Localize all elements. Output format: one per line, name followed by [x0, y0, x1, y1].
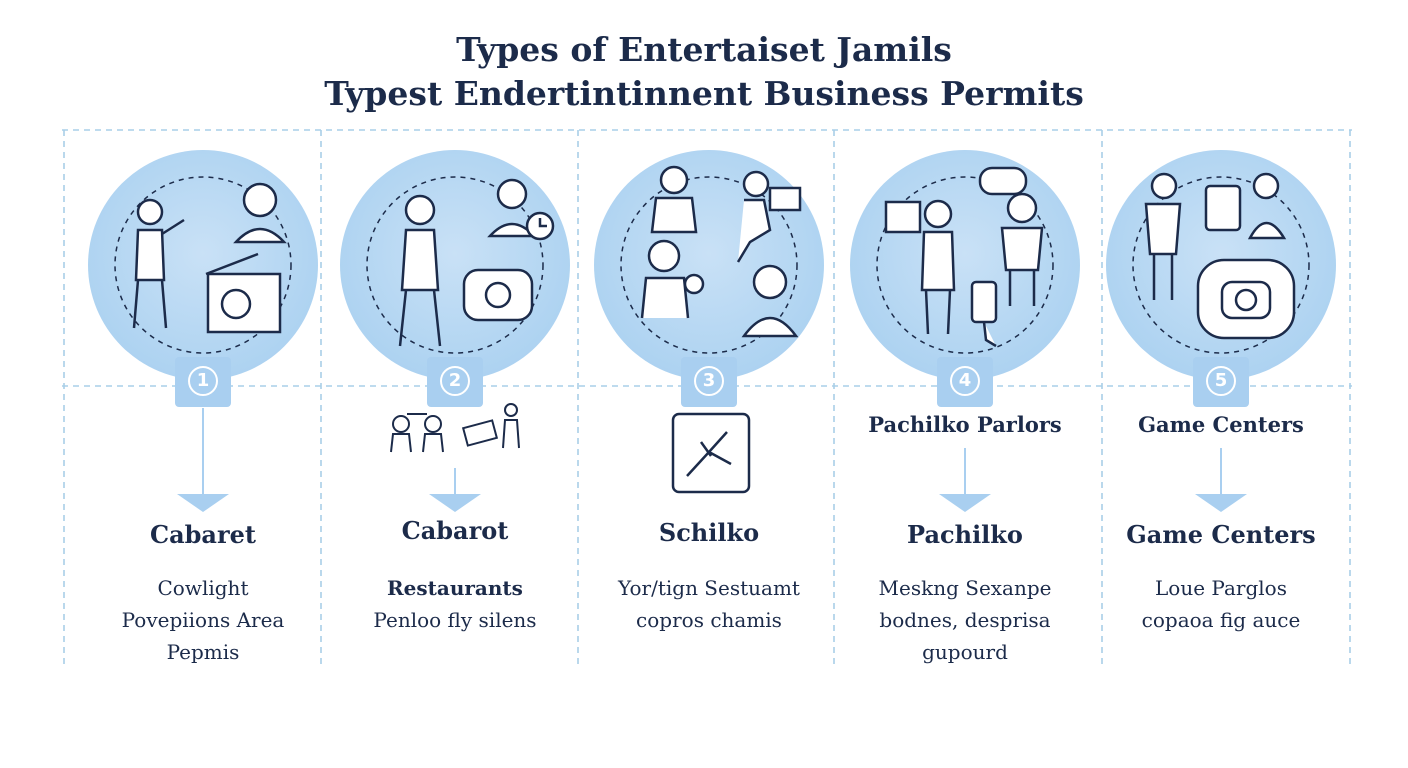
dancer-icon: [398, 194, 442, 347]
illustration-circle: [88, 150, 318, 380]
permit-name: Cabaret: [150, 520, 256, 549]
step-number: 5: [1206, 366, 1236, 396]
illustration-circle: [594, 150, 824, 380]
section-subheading: Pachilko Parlors: [868, 412, 1062, 437]
step-badge: 5: [1193, 357, 1249, 407]
down-arrow-icon: [1195, 448, 1247, 512]
permit-column-3: 3 Schilko Yor/tign Sestuamt copros chami…: [584, 150, 834, 670]
permit-column-2: 2 Cabarot Restaurants Penloo fly silens: [330, 150, 580, 670]
dancing-girl-icon: [736, 170, 802, 263]
desc-line: copaoa fig auce: [1141, 608, 1301, 632]
permit-column-1: 1 Cabaret Cowlight Povepiions Area Pepmi…: [78, 150, 328, 670]
illustration-circle: [1106, 150, 1336, 380]
desc-line: Pepmis: [166, 640, 240, 664]
desc-line-bold: Restaurants: [387, 576, 523, 600]
dancer-icon: [132, 198, 185, 329]
down-arrow-icon: [939, 448, 991, 512]
desc-line: Penloo fly silens: [373, 608, 537, 632]
framed-figure-icon: [671, 412, 751, 494]
desc-line: Loue Parglos: [1155, 576, 1287, 600]
permit-description: Yor/tign Sestuamt copros chamis: [584, 572, 834, 636]
desc-line: Yor/tign Sestuamt: [618, 576, 800, 600]
woman-portrait-icon: [233, 182, 287, 244]
slot-machine-icon: [1204, 172, 1287, 240]
permit-column-5: 5 Game Centers Game Centers Loue Parglos…: [1096, 150, 1346, 670]
permit-description: Loue Parglos copaoa fig auce: [1096, 572, 1346, 636]
step-badge: 3: [681, 357, 737, 407]
game-center-illustration: [1132, 172, 1310, 354]
people-icons: [390, 403, 520, 453]
desc-line: bodnes, desprisa: [879, 608, 1051, 632]
host-portrait-icon: [487, 178, 537, 238]
desc-line: copros chamis: [636, 608, 782, 632]
step-badge: 1: [175, 357, 231, 407]
clock-icon: [525, 211, 555, 241]
section-subheading: Game Centers: [1138, 412, 1304, 437]
illustration-circle: [340, 150, 570, 380]
dancer-icon: [884, 199, 956, 335]
permit-description: Cowlight Povepiions Area Pepmis: [78, 572, 328, 668]
permit-name: Schilko: [658, 518, 760, 547]
illustration-circle: [850, 150, 1080, 380]
child-icon: [640, 239, 705, 319]
permit-description: Meskng Sexanpe bodnes, desprisa gupourd: [840, 572, 1090, 668]
page-title: Types of Entertaiset Jamils Typest Ender…: [0, 28, 1408, 116]
down-arrow-icon: [177, 408, 229, 512]
permit-name: Pachilko: [907, 520, 1023, 549]
down-arrow-icon: [429, 468, 481, 512]
step-number: 1: [188, 366, 218, 396]
desc-line: gupourd: [922, 640, 1008, 664]
step-badge: 4: [937, 357, 993, 407]
permit-name: Cabarot: [401, 516, 509, 545]
permit-name: Game Centers: [1126, 520, 1316, 549]
suited-man-icon: [650, 165, 698, 234]
step-number: 3: [694, 366, 724, 396]
permit-description: Restaurants Penloo fly silens: [330, 572, 580, 636]
desc-line: Povepiions Area: [121, 608, 285, 632]
pachilko-illustration: [876, 166, 1054, 354]
desc-line: Meskng Sexanpe: [878, 576, 1052, 600]
schilko-illustration: [620, 165, 802, 354]
girl-portrait-icon: [741, 264, 799, 338]
step-number: 2: [440, 366, 470, 396]
permit-column-4: 4 Pachilko Parlors Pachilko Meskng Sexan…: [840, 150, 1090, 670]
phone-icon: [970, 280, 998, 348]
desc-line: Cowlight: [157, 576, 249, 600]
title-line-1: Types of Entertaiset Jamils: [456, 30, 952, 69]
title-line-2: Typest Endertintinnent Business Permits: [324, 74, 1084, 113]
arcade-machine-icon: [1196, 258, 1296, 340]
man-standing-icon: [1144, 172, 1182, 300]
cabaret-illustration: [114, 176, 292, 354]
step-badge: 2: [427, 357, 483, 407]
stage-podium-icon: [205, 252, 282, 334]
cabaret-restaurant-illustration: [366, 176, 555, 354]
man-standing-icon: [978, 166, 1044, 306]
step-number: 4: [950, 366, 980, 396]
game-machine-icon: [462, 268, 534, 322]
